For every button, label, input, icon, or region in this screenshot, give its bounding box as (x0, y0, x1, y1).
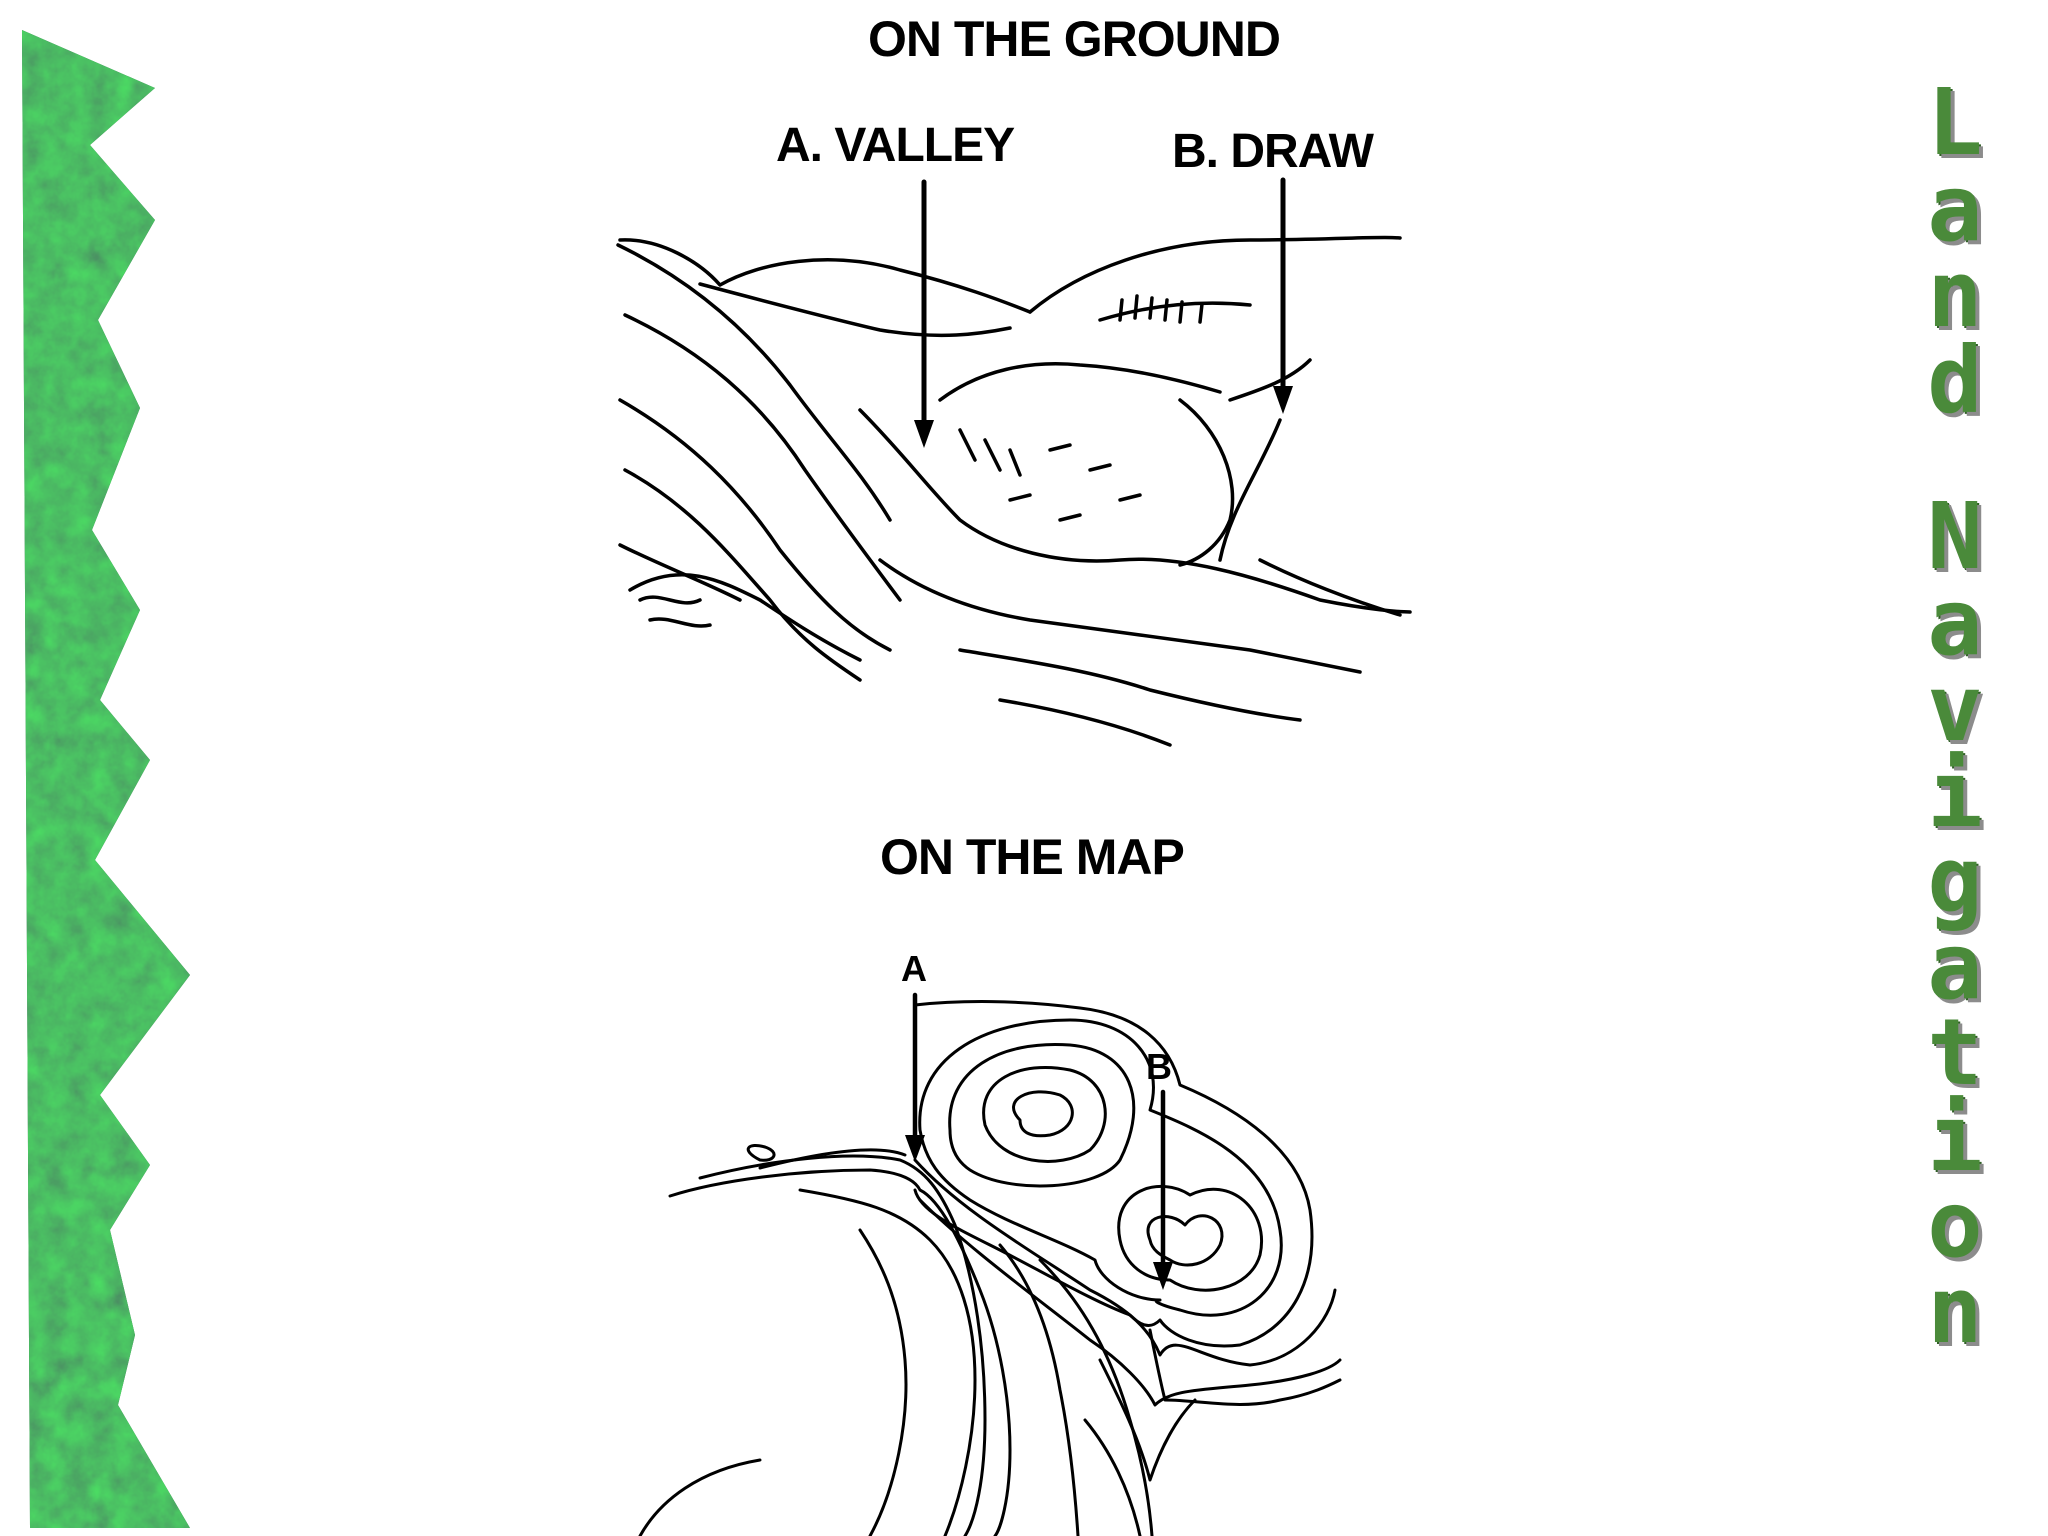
side-title-letter: g (1927, 827, 1983, 934)
side-title-letter: i (1927, 1085, 1983, 1192)
side-title-letter: n (1927, 1257, 1983, 1364)
draw-label: B. DRAW (1172, 125, 1374, 178)
side-title-letter: a (1927, 913, 1983, 1020)
side-title-letter: n (1927, 241, 1983, 348)
point-a-label: A (901, 948, 927, 989)
side-title-letter: L (1927, 69, 1983, 176)
side-title-letter: a (1927, 155, 1983, 262)
side-title-letter: i (1927, 741, 1983, 848)
on-the-ground-title: ON THE GROUND (868, 11, 1281, 67)
on-the-map-title: ON THE MAP (880, 829, 1185, 885)
side-title-letter: d (1927, 327, 1983, 434)
side-title-letter: t (1927, 999, 1983, 1106)
valley-label: A. VALLEY (776, 119, 1015, 172)
side-title-letter: o (1927, 1171, 1983, 1278)
green-marble-border (22, 30, 190, 1528)
side-title-letter: v (1927, 655, 1983, 762)
side-title-letter: N (1927, 483, 1983, 590)
side-title-letter: a (1927, 569, 1983, 676)
